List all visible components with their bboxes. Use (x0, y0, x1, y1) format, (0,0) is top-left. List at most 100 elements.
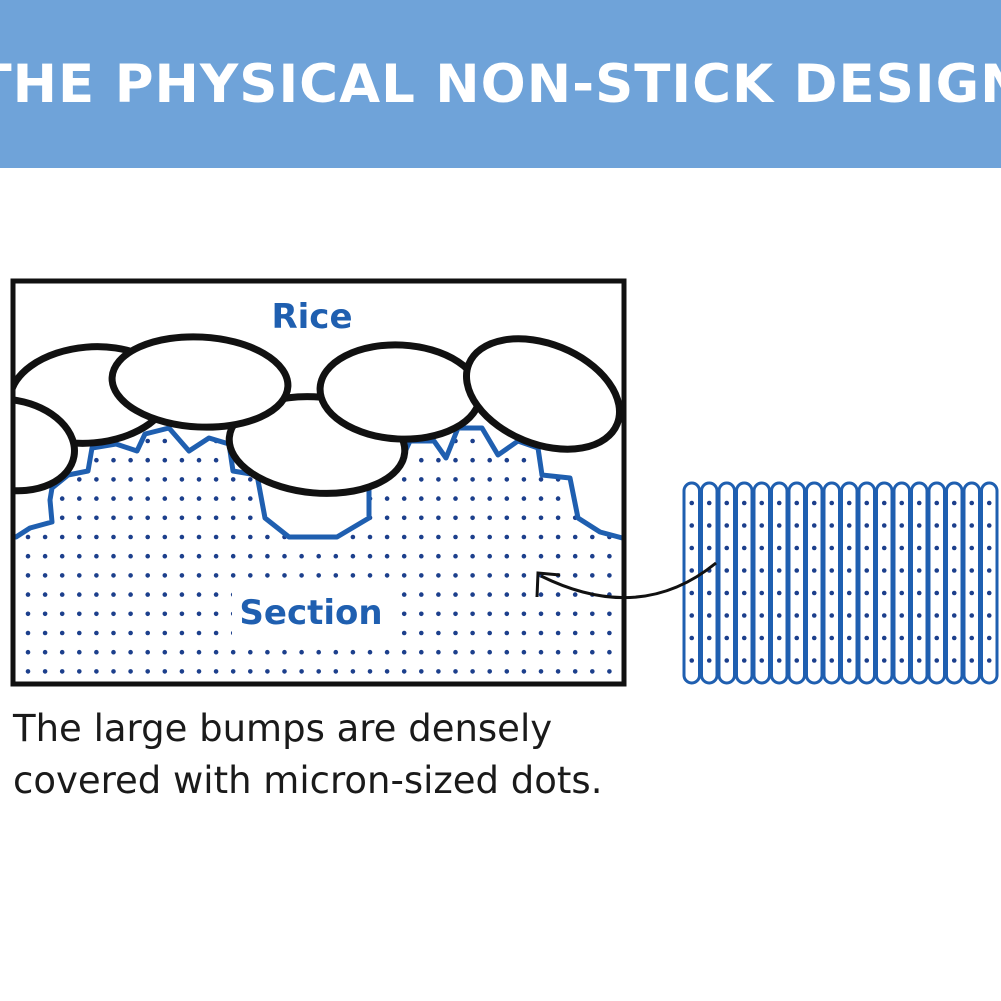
micron-dot (453, 592, 458, 597)
micron-dot (951, 568, 957, 573)
micron-dot (111, 477, 116, 482)
dot-strip (840, 481, 859, 685)
micron-dot (145, 496, 150, 501)
micron-dot (724, 635, 730, 641)
micron-dot (864, 500, 870, 506)
micron-dot (470, 515, 475, 521)
micron-dot (521, 496, 527, 501)
micron-dot (145, 573, 150, 578)
micron-dot (111, 649, 116, 655)
micron-dot (230, 515, 236, 521)
micron-dot (607, 649, 612, 655)
micron-dot (265, 669, 270, 674)
micron-dot (881, 545, 887, 551)
micron-dot (706, 590, 712, 596)
micron-dot (555, 553, 561, 559)
micron-dot (162, 573, 168, 578)
micron-dot (724, 613, 730, 618)
micron-dot (572, 611, 578, 617)
micron-dot (759, 568, 765, 573)
micron-dot (316, 669, 322, 674)
micron-dot (846, 545, 852, 551)
micron-dot (179, 457, 185, 463)
micron-dot (333, 553, 339, 559)
micron-dot (555, 496, 561, 501)
micron-dot (470, 438, 475, 444)
micron-dot (899, 545, 905, 551)
micron-dot (282, 573, 287, 578)
micron-dot (419, 592, 424, 597)
micron-dot (572, 649, 578, 655)
micron-dot (42, 649, 48, 655)
micron-dot (969, 523, 975, 528)
micron-dot (248, 573, 253, 578)
micron-dot (881, 500, 887, 506)
micron-dot (282, 496, 287, 501)
micron-dot (572, 630, 578, 636)
micron-dot (521, 669, 527, 674)
micron-dot (811, 658, 817, 663)
micron-dot (590, 457, 595, 463)
micron-dot (521, 649, 527, 655)
micron-dot (25, 573, 31, 578)
micron-dot (436, 611, 441, 617)
micron-dot (59, 515, 65, 521)
micron-dot (196, 477, 202, 482)
banner-title: THE PHYSICAL NON-STICK DESIGN (0, 53, 1001, 115)
micron-dot (864, 523, 870, 528)
micron-dot (794, 568, 800, 573)
micron-dot (487, 573, 493, 578)
micron-dot (864, 613, 870, 618)
micron-dot (794, 613, 800, 618)
micron-dot (59, 553, 65, 559)
micron-dot (776, 613, 782, 618)
micron-dot (401, 669, 407, 674)
micron-dot (986, 658, 992, 663)
micron-dot (706, 635, 712, 641)
micron-dot (846, 500, 852, 506)
micron-dot (179, 515, 185, 521)
micron-dot (77, 515, 82, 521)
micron-dot (25, 534, 31, 540)
micron-dot (401, 592, 407, 597)
micron-dot (401, 515, 407, 521)
micron-dot (401, 611, 407, 617)
micron-dot (453, 515, 458, 521)
micron-dot (25, 669, 31, 674)
micron-dot (538, 477, 544, 482)
micron-dot (111, 592, 116, 597)
micron-dot (401, 496, 407, 501)
micron-dot (741, 658, 747, 663)
dot-strip (875, 481, 894, 685)
rice-grains (13, 333, 624, 497)
micron-dot (213, 534, 219, 540)
micron-dot (776, 523, 782, 528)
micron-dot (299, 515, 304, 521)
dot-strip (787, 481, 806, 685)
micron-dot (521, 534, 527, 540)
micron-dot (299, 669, 304, 674)
micron-dot (986, 500, 992, 506)
micron-dot (951, 590, 957, 596)
micron-dot (741, 613, 747, 618)
micron-dot (504, 534, 510, 540)
micron-dot (538, 515, 544, 521)
micron-dot (555, 457, 561, 463)
bumpy-surface-outline (13, 425, 624, 541)
micron-dot (572, 477, 578, 482)
micron-dot (590, 477, 595, 482)
micron-dot (881, 658, 887, 663)
rice-grain (13, 395, 78, 495)
micron-dot (179, 669, 185, 674)
micron-dot (436, 515, 441, 521)
dot-strip (945, 481, 964, 685)
micron-dot (706, 545, 712, 551)
micron-dot (128, 669, 133, 674)
micron-dot (504, 553, 510, 559)
micron-dot (94, 457, 99, 463)
micron-dot (899, 613, 905, 618)
micron-dot (453, 496, 458, 501)
micron-dot (401, 573, 407, 578)
micron-dot (145, 592, 150, 597)
micron-dot (145, 630, 150, 636)
